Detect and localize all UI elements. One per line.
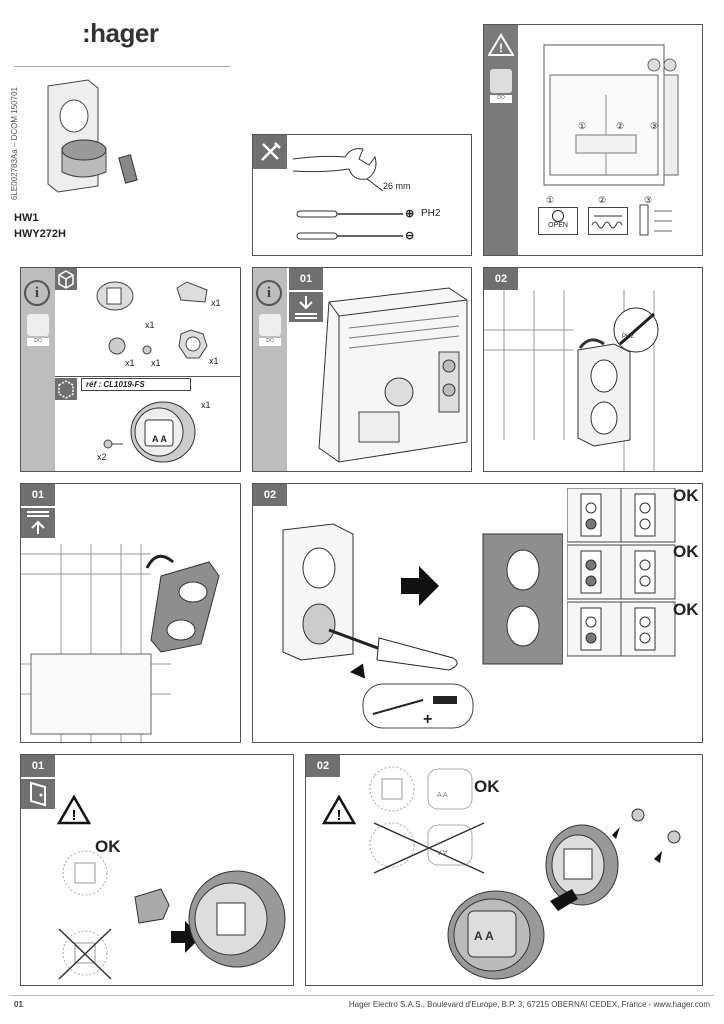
ok-grid xyxy=(567,488,701,658)
step-unscrew-holder: 02 PH2 xyxy=(483,267,703,472)
docs-icon xyxy=(259,314,281,336)
product-name-1: HW1 xyxy=(14,212,39,224)
warning-icon: ! xyxy=(488,33,514,56)
ok-label-4: OK xyxy=(95,837,121,856)
withdraw-icon xyxy=(289,292,323,322)
docs-icon xyxy=(27,314,49,336)
spring-discharged-indicator xyxy=(588,207,628,235)
svg-text:!: ! xyxy=(72,807,77,824)
svg-text:+: + xyxy=(423,711,432,728)
callout-2: ② xyxy=(616,121,625,131)
lock-key-code-wrong: A A xyxy=(437,848,448,855)
qty-2: x1 xyxy=(211,298,221,308)
qty-3: x1 xyxy=(125,358,135,368)
warning-panel: ! DO ① ② ③ ① ② ③ OPEN xyxy=(483,24,703,256)
tools-panel: 26 mm ⊕ PH2 ⊖ xyxy=(252,134,472,256)
doc-code: 6LE002783Aa – DCOM 150701 xyxy=(10,87,19,200)
step-number: 02 xyxy=(306,755,340,777)
ok-label-3: OK xyxy=(673,600,699,619)
lock-key-code-large: A A xyxy=(474,929,494,943)
open-label: OPEN xyxy=(548,222,568,229)
svg-text:!: ! xyxy=(499,41,503,55)
lock-installation xyxy=(369,766,681,980)
breaker-side-view xyxy=(21,544,220,742)
step-remove-cover: i DO 01 xyxy=(252,267,472,472)
indicator-3-label: ③ xyxy=(644,195,653,205)
product-name-2: HWY272H xyxy=(14,228,66,240)
package-icon xyxy=(55,268,77,290)
step-number: 01 xyxy=(21,755,55,777)
indicator-2-label: ② xyxy=(598,195,607,205)
ok-label-5: OK xyxy=(474,777,500,796)
kit-parts xyxy=(96,281,208,359)
step-number: 02 xyxy=(253,484,287,506)
do-badge: DO xyxy=(27,338,49,346)
page-number: 01 xyxy=(14,1000,23,1009)
step-insert-adapter: 01 ! OK xyxy=(20,754,294,986)
lock-cylinder xyxy=(130,401,196,463)
qty-5: x1 xyxy=(209,356,219,366)
ph-label: PH2 xyxy=(622,334,634,340)
open-indicator: OPEN xyxy=(538,207,578,235)
step-knockout: 02 + xyxy=(252,483,703,743)
do-badge: DO xyxy=(259,338,281,346)
kit-panel: i DO x1 x1 x1 x1 x1 réf : CL1019-FS A A … xyxy=(20,267,241,472)
screws xyxy=(103,439,123,449)
indicator-1-label: ① xyxy=(546,195,555,205)
header-divider xyxy=(14,66,230,67)
flat-screw-icon: ⊖ xyxy=(405,230,415,242)
callout-1: ① xyxy=(578,121,587,131)
breaker-front-view xyxy=(543,44,679,186)
knockout-procedure: + xyxy=(282,523,563,729)
qty-7: x2 xyxy=(97,452,107,462)
hager-logo: :hager xyxy=(82,18,159,48)
reference-code: réf : CL1019-FS xyxy=(81,378,191,391)
phillips-icon: ⊕ xyxy=(405,208,415,220)
info-icon: i xyxy=(256,280,282,306)
docs-icon xyxy=(490,69,512,93)
warning-icon: ! xyxy=(322,795,356,825)
do-badge: DO xyxy=(490,95,512,103)
step-fit-holder: 01 xyxy=(20,483,241,743)
step-number: 01 xyxy=(289,268,323,290)
qty-1: x1 xyxy=(145,320,155,330)
step-number: 02 xyxy=(484,268,518,290)
holder-detail xyxy=(484,290,659,471)
screwdriver-label: PH2 xyxy=(421,208,441,219)
door-icon xyxy=(21,779,55,809)
tools-icon xyxy=(253,135,287,169)
screwdriver-icons xyxy=(296,210,403,240)
qty-4: x1 xyxy=(151,358,161,368)
company-address: Hager Electro S.A.S., Boulevard d'Europe… xyxy=(348,1000,710,1009)
lock-key-code-ok: A A xyxy=(437,792,448,799)
warning-icon: ! xyxy=(57,795,91,825)
info-icon: i xyxy=(24,280,50,306)
breaker-isometric xyxy=(318,287,468,463)
contact-indicator xyxy=(639,204,672,236)
footer-divider xyxy=(10,995,714,996)
wrench-icon xyxy=(293,148,384,192)
option-package-icon xyxy=(55,378,77,400)
ok-label-2: OK xyxy=(673,542,699,561)
ok-label-1: OK xyxy=(673,486,699,505)
qty-6: x1 xyxy=(201,400,211,410)
step-install-lock: 02 ! OK A A A A A A xyxy=(305,754,703,986)
adapter-orientation xyxy=(58,850,286,980)
product-illustration xyxy=(47,79,138,193)
wrench-size: 26 mm xyxy=(383,181,411,191)
insert-icon xyxy=(21,508,55,538)
lock-key-code: A A xyxy=(152,434,167,444)
step-number: 01 xyxy=(21,484,55,506)
svg-text:!: ! xyxy=(337,807,342,824)
callout-3: ③ xyxy=(650,121,659,131)
